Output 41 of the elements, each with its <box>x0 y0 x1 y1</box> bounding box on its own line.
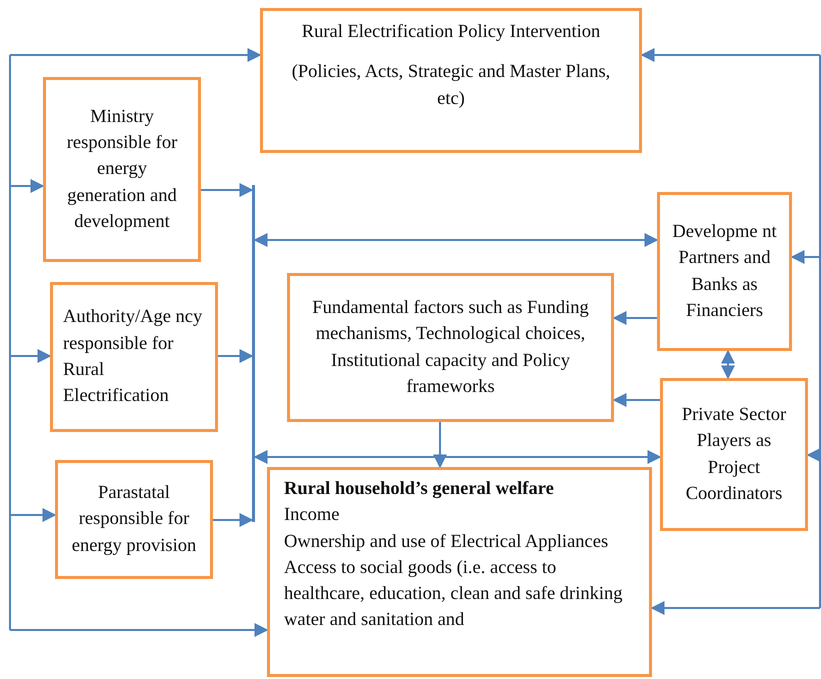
process-box <box>657 192 792 351</box>
box-text: Rural Electrification Policy Intervention <box>300 21 602 44</box>
arrow <box>254 233 658 247</box>
connector-line <box>9 55 11 630</box>
arrow <box>213 513 254 527</box>
box-text: Ministry responsible for energy generation and development <box>66 106 178 234</box>
box-text: (Policies, Acts, Strategic and Master Plans, etc) <box>290 61 612 111</box>
arrow <box>10 508 56 522</box>
box-text: Fundamental factors such as Funding mechanisms, Technological choices, Institutional capacity and Policy frameworks <box>311 296 590 399</box>
arrow <box>254 450 662 464</box>
box-heading: Rural household’s general welfare <box>284 478 555 501</box>
arrow <box>10 48 262 62</box>
arrow <box>218 349 254 363</box>
arrow <box>640 48 820 62</box>
arrow <box>433 422 447 468</box>
box-text: Access to social goods (i.e. access to healthcare, education, clean and safe drinking water and sanitation and <box>284 556 624 632</box>
process-box <box>50 282 218 432</box>
arrow <box>201 183 254 197</box>
box-text: Developme nt Partners and Banks as Financiers <box>671 220 778 323</box>
arrow <box>650 601 820 615</box>
arrow <box>721 350 735 380</box>
box-text: Income <box>284 504 340 528</box>
arrow <box>790 250 820 264</box>
process-box <box>267 467 652 677</box>
arrow <box>612 393 660 407</box>
box-text: Ownership and use of Electrical Appliances <box>284 530 610 554</box>
arrow <box>10 179 44 193</box>
bus-line <box>252 185 255 522</box>
process-box <box>287 273 614 422</box>
box-text: Private Sector Players as Project Coordinators <box>680 404 788 506</box>
box-text: Parastatal responsible for energy provision <box>70 482 198 558</box>
process-box <box>260 8 642 153</box>
connector-line <box>819 55 821 608</box>
process-box <box>55 460 213 579</box>
arrow <box>10 623 268 637</box>
arrow <box>806 448 821 462</box>
box-text: Authority/Age ncy responsible for Rural Electrification <box>63 306 204 408</box>
arrow <box>10 349 52 363</box>
arrow <box>612 311 657 325</box>
process-box <box>660 378 808 531</box>
process-box <box>43 77 201 262</box>
